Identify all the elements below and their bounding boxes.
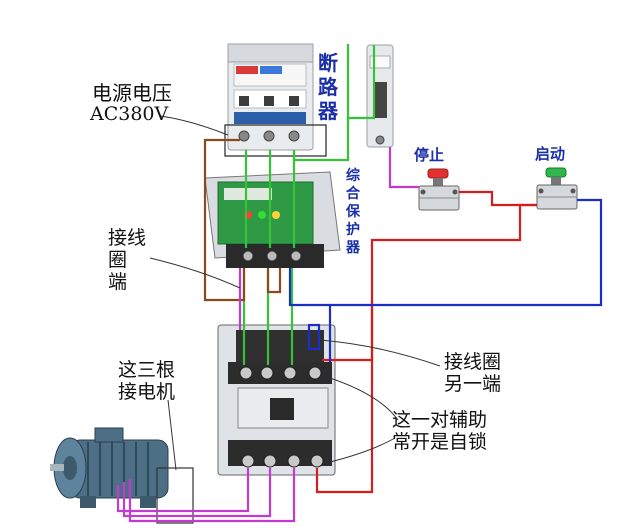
- motor-cable-box: [156, 467, 194, 524]
- leader-coil-terminal: [149, 257, 241, 289]
- coil-terminal-label-1: 接线: [108, 227, 147, 249]
- breaker-label-3: 器: [318, 99, 338, 123]
- purple-wire-control: [388, 147, 419, 189]
- breaker-label-1: 断: [318, 51, 338, 75]
- leader-aux-bottom: [329, 437, 396, 463]
- motor: [50, 427, 169, 508]
- protector-label-3: 保: [346, 204, 360, 220]
- start-button: [536, 167, 578, 210]
- blue-wire-protector: [288, 268, 330, 307]
- leader-motor: [167, 399, 177, 471]
- protector-label-2: 合: [346, 186, 360, 202]
- power-voltage-label: 电源电压: [92, 81, 172, 105]
- brown-wire: [203, 138, 246, 302]
- wires: [116, 44, 603, 523]
- motor-note-label-1: 这三根: [118, 359, 176, 381]
- aux-note-label-2: 常开是自锁: [392, 431, 488, 453]
- protector-label-4: 护: [346, 222, 360, 238]
- brown-wire-link: [266, 268, 282, 294]
- green-wire-control: [346, 44, 376, 120]
- stop-label: 停止: [414, 146, 445, 164]
- red-wire-self-lock: [315, 203, 537, 494]
- power-voltage-value: AC380V: [90, 103, 169, 125]
- aux-note-label-1: 这一对辅助: [392, 409, 488, 431]
- breaker-label-2: 路: [318, 75, 338, 99]
- leader-coil-other: [319, 339, 441, 367]
- leader-power: [159, 115, 229, 136]
- protector-label-5: 器: [346, 240, 360, 256]
- coil-terminal-label-3: 端: [108, 271, 128, 293]
- protector-label-1: 综: [346, 168, 360, 184]
- control-breaker: [366, 44, 394, 148]
- blue-wire-coil: [328, 198, 603, 362]
- purple-wire-motor-3: [128, 468, 296, 523]
- purple-wire-motor-2: [122, 468, 272, 518]
- comprehensive-protector: [204, 171, 341, 268]
- coil-other-end-label-1: 接线圈: [444, 351, 502, 373]
- main-circuit-breaker: [227, 43, 314, 151]
- red-wire-stop-start: [459, 190, 537, 207]
- coil-terminal-label-2: 圈: [108, 249, 128, 271]
- leader-lines: [149, 115, 441, 471]
- start-label: 启动: [535, 145, 566, 163]
- leader-aux-top: [329, 377, 399, 421]
- ac-contactor: [217, 324, 336, 476]
- purple-wire-motor-1: [116, 468, 250, 513]
- motor-note-label-2: 接电机: [118, 381, 176, 403]
- red-wire-aux: [322, 300, 374, 362]
- coil-terminal-mark: [307, 323, 321, 351]
- coil-other-end-label-2: 另一端: [444, 373, 502, 395]
- stop-button: [418, 168, 460, 211]
